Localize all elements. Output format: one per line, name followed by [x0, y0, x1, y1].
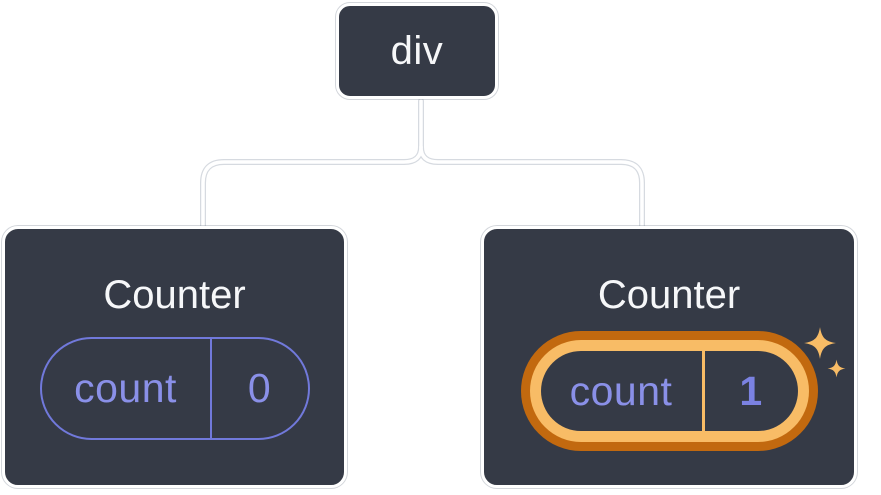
counter-title: Counter — [597, 273, 741, 317]
root-node-div: div — [336, 3, 498, 99]
sparkle-icon — [804, 327, 836, 359]
counter-title: Counter — [103, 273, 246, 317]
state-pill-divider — [701, 351, 705, 431]
sparkle-icon — [827, 359, 846, 378]
connector-halo — [200, 98, 645, 230]
state-pill-count-1: count 1 — [540, 351, 798, 431]
state-pill-count-0: count 0 — [39, 337, 310, 440]
state-pill-highlight-ring-inner: count 1 — [529, 340, 809, 442]
connector-lines — [201, 99, 644, 229]
state-pill-divider — [209, 339, 212, 438]
state-name-label: count — [569, 367, 673, 414]
state-value-label: 0 — [247, 365, 272, 411]
state-pill-highlight-ring: count 1 — [520, 331, 818, 451]
state-value-label: 1 — [739, 367, 763, 414]
counter-card-right: Counter count 1 — [481, 226, 857, 488]
state-name-label: count — [74, 365, 177, 411]
root-node-label: div — [390, 28, 444, 73]
counter-card-left: Counter count 0 — [2, 226, 347, 488]
